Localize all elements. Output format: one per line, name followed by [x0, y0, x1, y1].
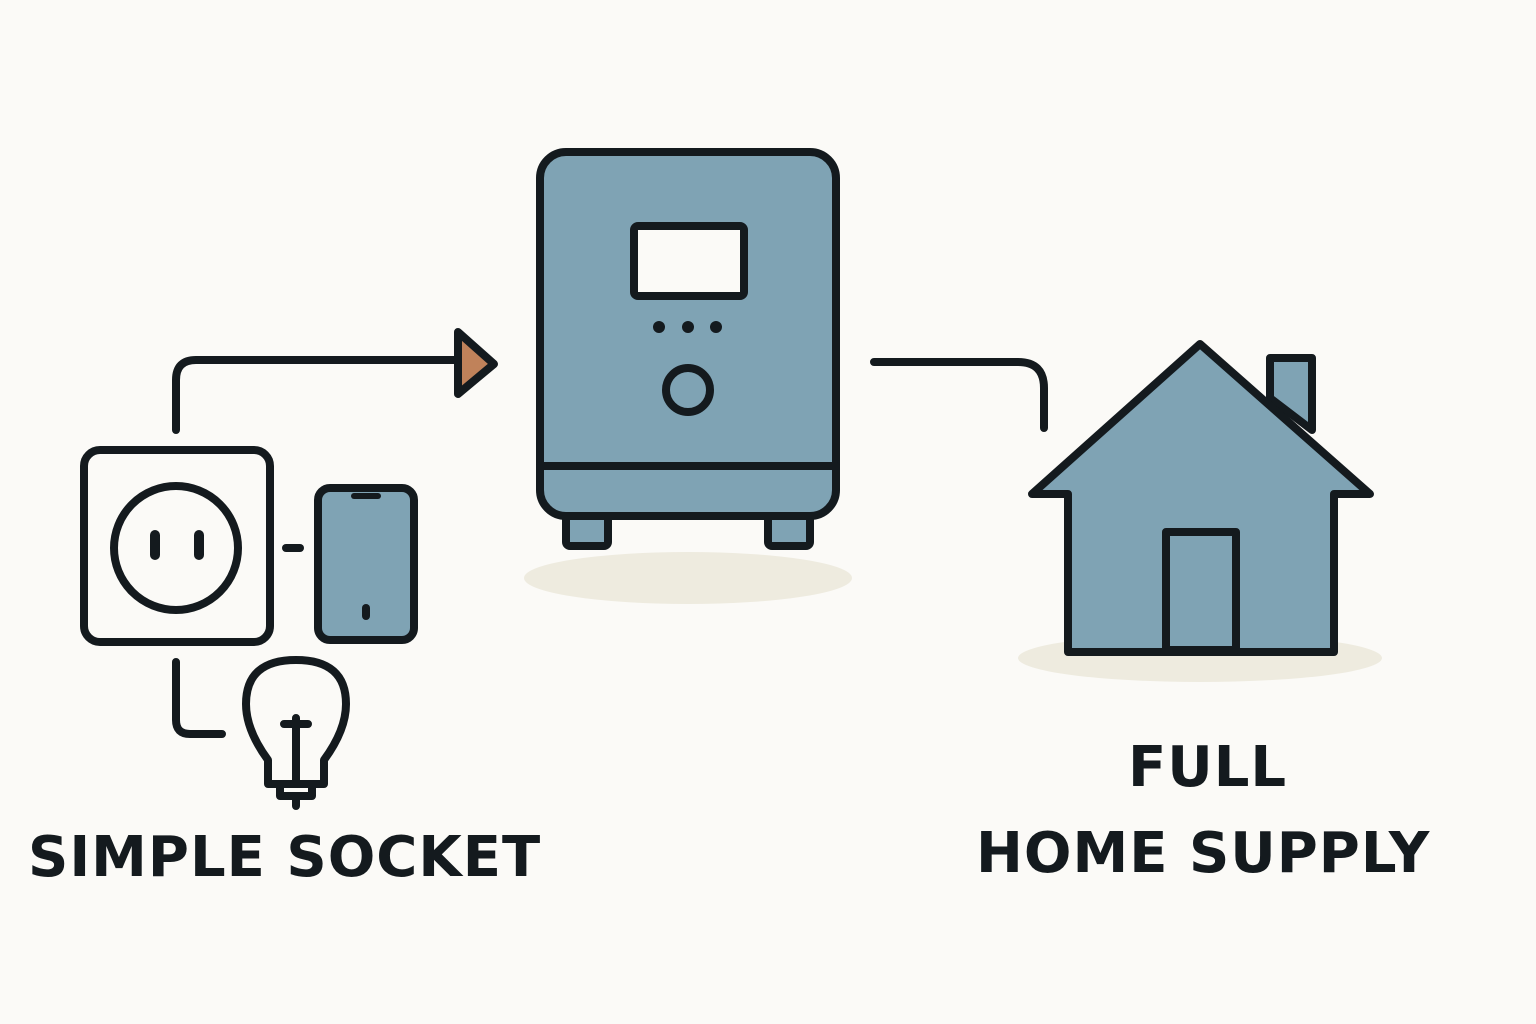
power-station-icon — [536, 148, 840, 550]
full-label: FULL — [1128, 735, 1288, 800]
wall-socket-icon — [80, 446, 274, 646]
arrowhead-icon — [454, 328, 498, 398]
light-bulb-icon — [242, 656, 350, 810]
smartphone-icon — [314, 484, 418, 644]
simple-socket-label: SIMPLE SOCKET — [28, 825, 542, 890]
connector-socket-to-station — [172, 356, 464, 434]
station-shadow — [524, 552, 852, 604]
connector-socket-to-bulb — [172, 658, 226, 738]
house-icon — [1028, 340, 1374, 656]
connector-station-to-house — [870, 358, 1048, 432]
home-supply-label: HOME SUPPLY — [976, 821, 1431, 886]
